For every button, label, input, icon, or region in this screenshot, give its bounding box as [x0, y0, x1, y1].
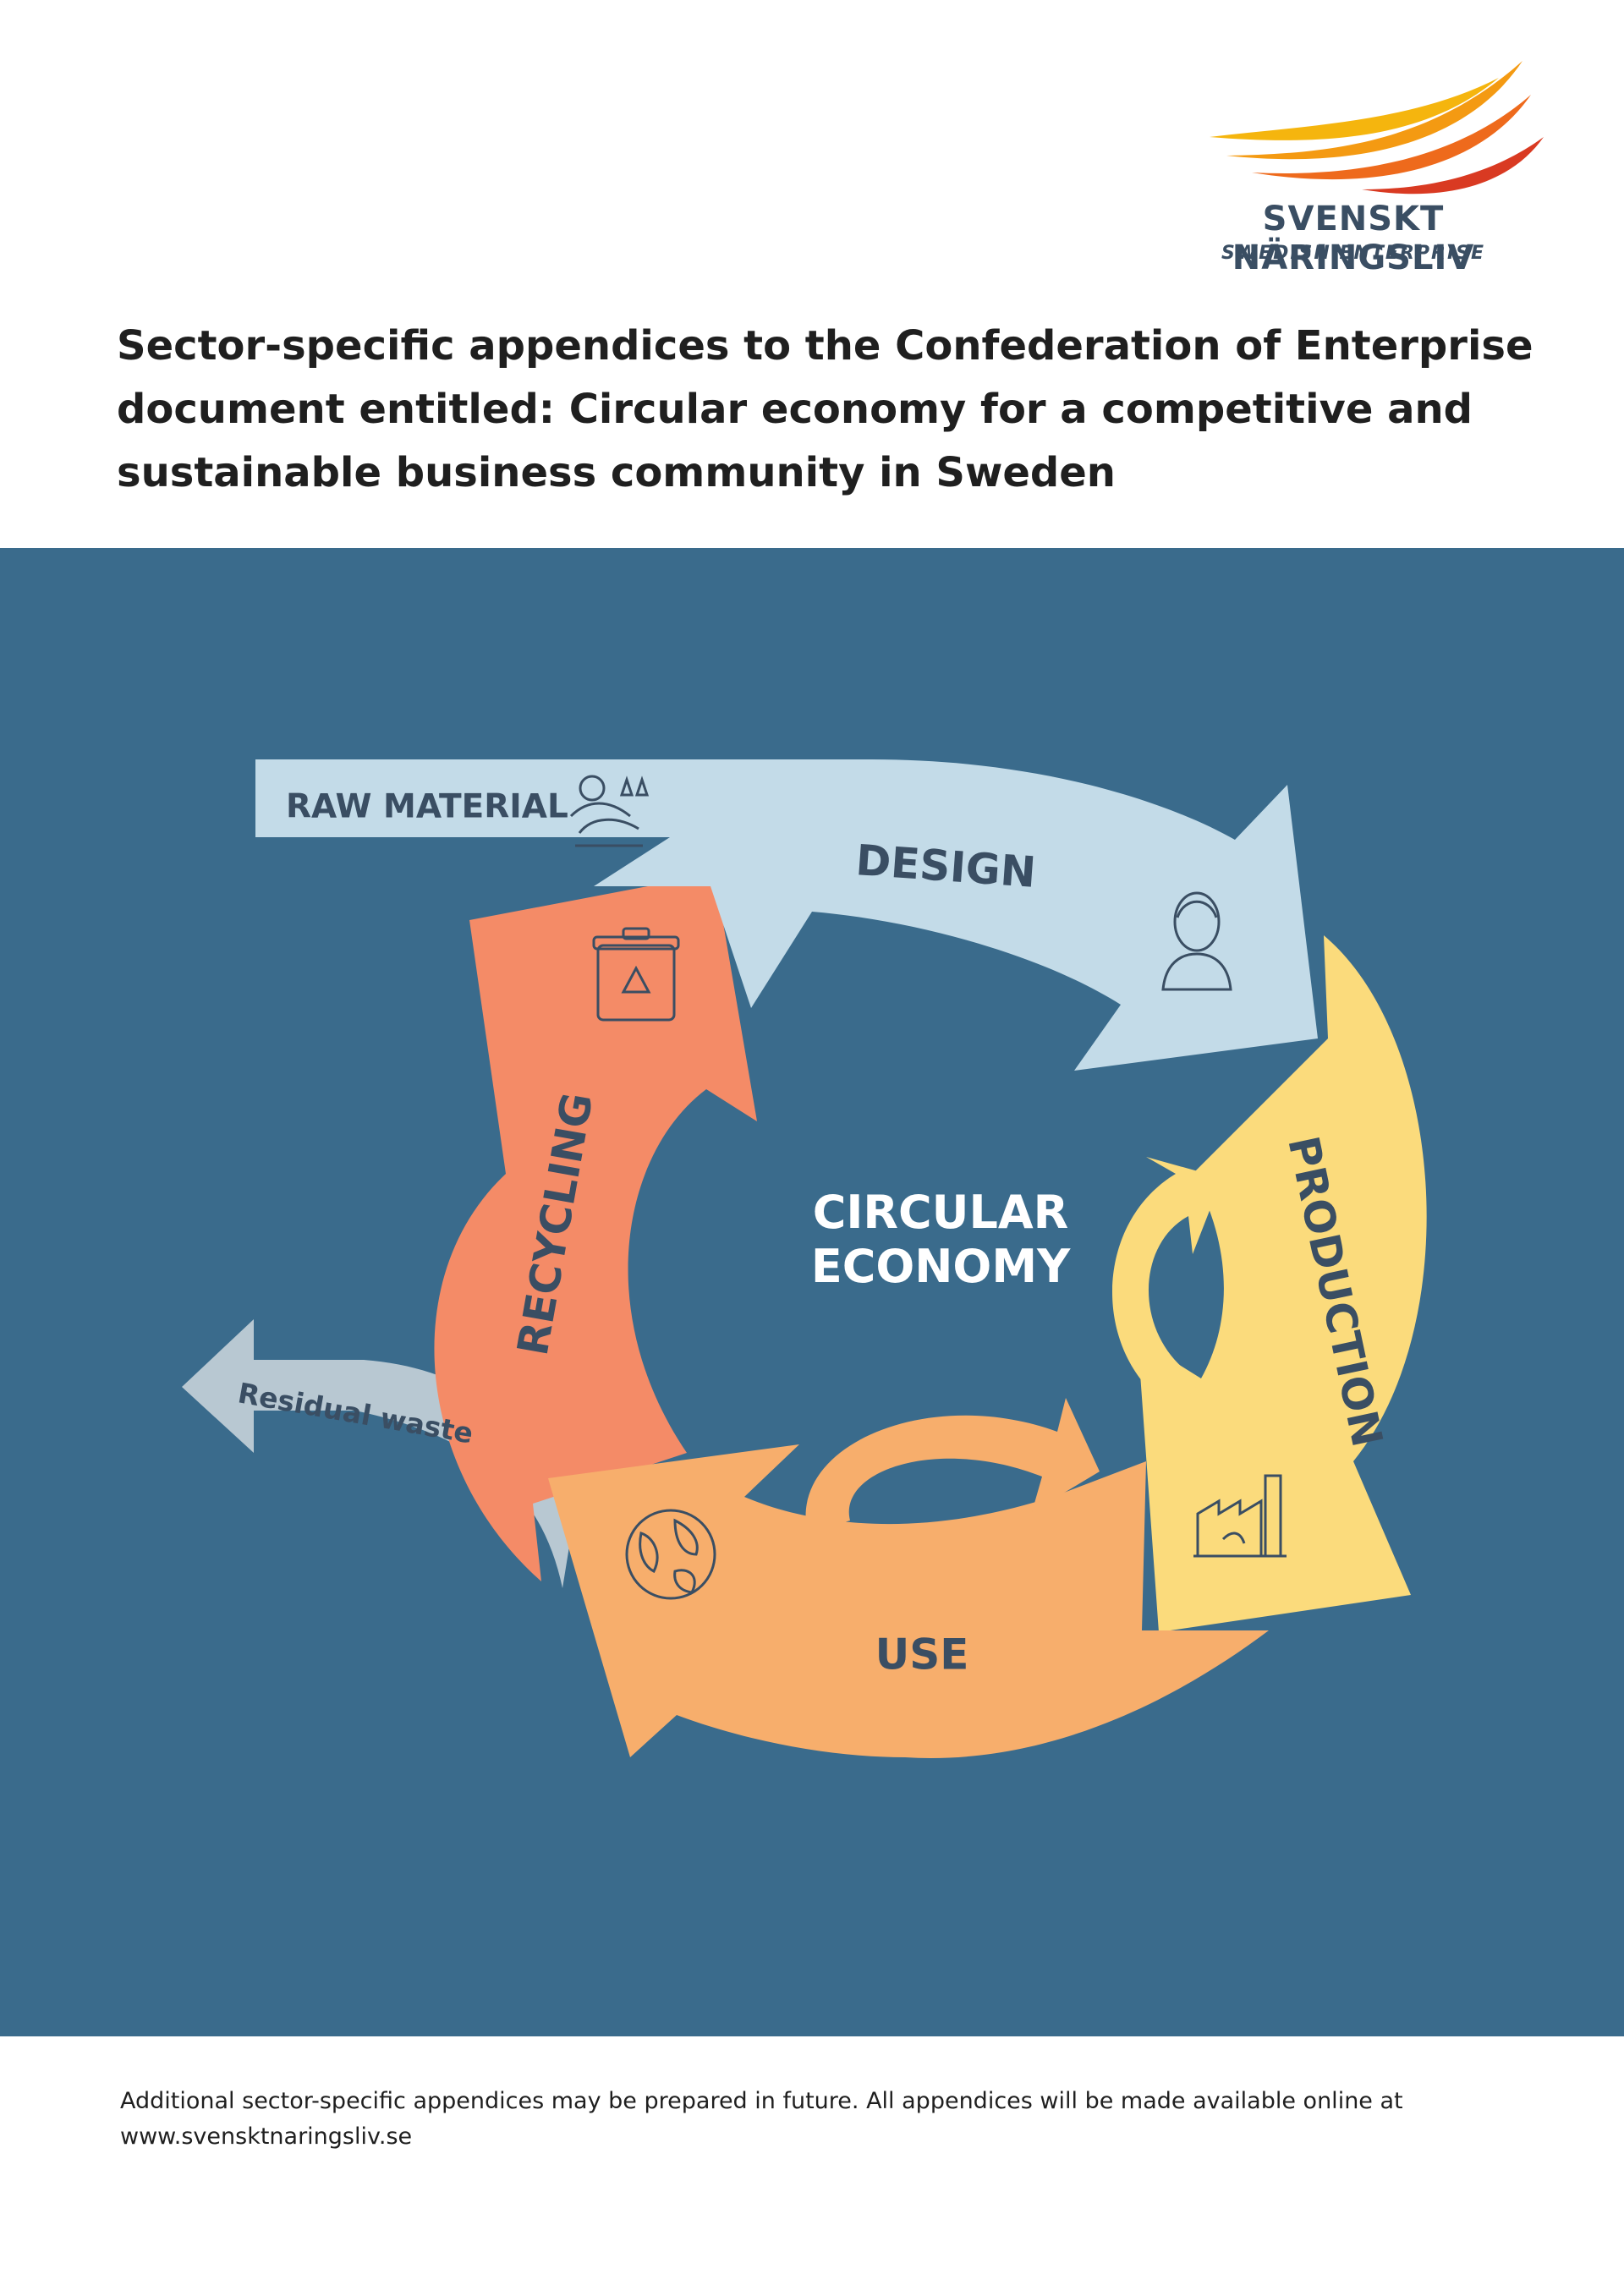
- center-label-line2: ECONOMY: [811, 1240, 1071, 1293]
- residual-waste-arrow: [182, 1319, 573, 1588]
- footnote-line1: Additional sector-specific appendices ma…: [120, 2088, 1403, 2114]
- use-arrow: [548, 1444, 1269, 1758]
- logo-wing-icon: [1210, 61, 1544, 195]
- raw-material-label: RAW MATERIAL: [286, 788, 568, 826]
- footnote: Additional sector-specific appendices ma…: [120, 2084, 1558, 2155]
- brand-tagline: SWEDISH ENTERPRISE: [1221, 243, 1486, 264]
- production-arrow: [1138, 935, 1427, 1632]
- footnote-url: www.svensktnaringsliv.se: [120, 2123, 413, 2150]
- recycling-arrow: [434, 874, 757, 1581]
- production-loop-arrow: [1112, 1157, 1222, 1411]
- design-arrow: [255, 759, 1318, 1071]
- person-icon: [1161, 891, 1232, 991]
- use-loop-arrow: [805, 1398, 1100, 1533]
- center-label-line1: CIRCULAR: [813, 1186, 1069, 1239]
- globe-icon: [625, 1509, 716, 1600]
- use-label: USE: [875, 1630, 969, 1680]
- circular-economy-diagram: RAW MATERIAL DESIGN PRODUCTION USE RECYC…: [182, 759, 1427, 1758]
- document-title: Sector-specific appendices to the Confed…: [117, 322, 1533, 496]
- factory-icon: [1193, 1474, 1287, 1558]
- recycle-bin-icon: [592, 927, 680, 1022]
- diagram-panel: RAW MATERIAL DESIGN PRODUCTION USE RECYC…: [0, 548, 1624, 2036]
- brand-name: SVENSKT NÄRINGSLIV: [1232, 200, 1475, 277]
- field-icon: [569, 775, 650, 847]
